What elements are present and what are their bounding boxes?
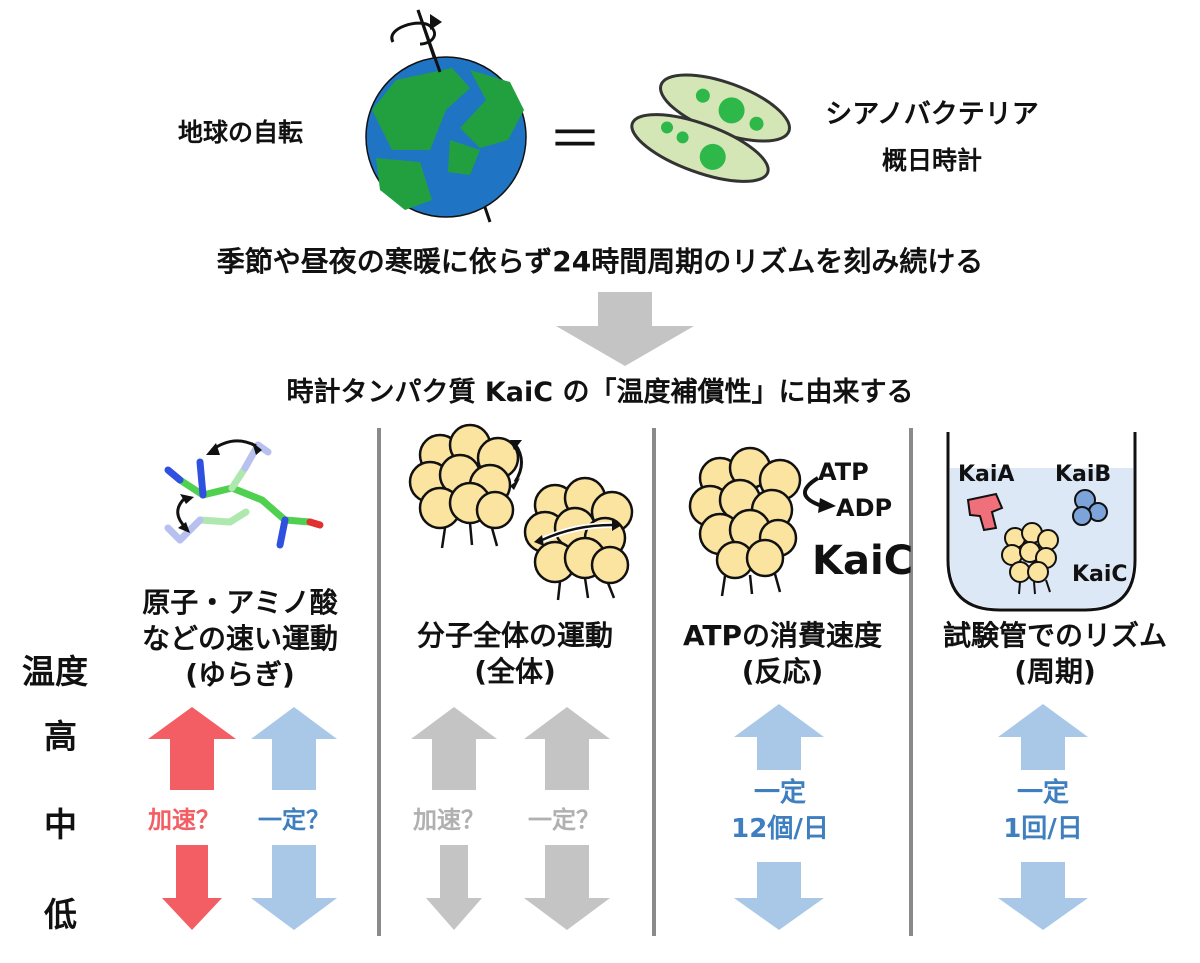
col3-title: ATPの消費速度 (反応)	[655, 618, 910, 690]
temperature-low: 低	[44, 895, 77, 934]
col4-title-line1: 試験管でのリズム	[942, 619, 1167, 652]
col1-title-line2: などの速い運動	[141, 622, 338, 655]
gray-down-arrow-left	[426, 845, 482, 930]
blue-down-arrow-col3	[734, 862, 824, 930]
col4-title-line2: (周期)	[1014, 655, 1096, 688]
col3-title-line1: ATPの消費速度	[682, 619, 883, 652]
col3-constant-line1: 一定	[753, 778, 806, 808]
cyanobacteria-label: シアノバクテリア 概日時計	[812, 92, 1052, 177]
col2-accelerate-label: 加速？	[413, 806, 485, 834]
blue-up-arrow-col1	[251, 707, 337, 790]
col1-title-line1: 原子・アミノ酸	[142, 586, 338, 619]
blue-down-arrow-col4	[998, 862, 1088, 930]
column-divider-3	[909, 428, 913, 936]
column-divider-1	[377, 428, 381, 936]
conclusion-statement: 時計タンパク質 KaiC の「温度補償性」に由来する	[286, 377, 914, 408]
blue-up-arrow-col3	[734, 704, 824, 770]
col2-title-line1: 分子全体の運動	[416, 619, 613, 652]
cyanobacteria-label-line2: 概日時計	[881, 146, 982, 175]
adp-label: ADP	[836, 494, 893, 522]
col4-title: 試験管でのリズム (周期)	[915, 618, 1195, 690]
temperature-title: 温度	[22, 652, 88, 691]
rhythm-statement: 季節や昼夜の寒暖に依らず24時間周期のリズムを刻み続ける	[216, 245, 984, 278]
gray-down-arrow-right	[524, 845, 610, 930]
col1-title-line3: (ゆらぎ)	[185, 658, 295, 691]
red-up-arrow	[148, 707, 236, 790]
kaib-label: KaiB	[1055, 462, 1112, 487]
blue-up-arrow-col4	[998, 704, 1088, 770]
column-divider-2	[652, 428, 656, 936]
blue-down-arrow-col1	[251, 845, 337, 930]
col4-constant-line2: 1回/日	[1003, 814, 1083, 844]
col4-constant-label: 一定 1回/日	[963, 775, 1123, 847]
kaia-label: KaiA	[958, 462, 1015, 487]
col3-constant-line2: 12個/日	[731, 814, 829, 844]
temperature-mid: 中	[44, 805, 77, 844]
col2-title: 分子全体の運動 (全体)	[385, 618, 645, 690]
kaic-label-col3: KaiC	[812, 538, 914, 584]
kaib-protein	[1072, 489, 1108, 526]
col4-constant-line1: 一定	[1016, 778, 1069, 808]
col3-title-line2: (反応)	[741, 655, 824, 688]
temperature-high: 高	[44, 717, 77, 756]
equals-sign: ＝	[548, 108, 602, 171]
col1-accelerate-label: 加速？	[148, 806, 220, 834]
kaic-label-col4: KaiC	[1072, 562, 1128, 587]
atp-label: ATP	[818, 458, 869, 486]
col1-title: 原子・アミノ酸 などの速い運動 (ゆらぎ)	[120, 585, 360, 693]
col3-constant-label: 一定 12個/日	[700, 775, 860, 847]
kaia-protein	[966, 492, 1004, 532]
gray-up-arrow-left	[411, 707, 497, 790]
col2-title-line2: (全体)	[474, 655, 556, 688]
col1-constant-label: 一定？	[258, 806, 330, 834]
gray-up-arrow-right	[524, 707, 610, 790]
col2-constant-label: 一定？	[528, 806, 600, 834]
red-down-arrow	[162, 845, 222, 930]
earth-rotation-label: 地球の自転	[178, 118, 304, 147]
cyanobacteria-label-line1: シアノバクテリア	[825, 99, 1039, 130]
